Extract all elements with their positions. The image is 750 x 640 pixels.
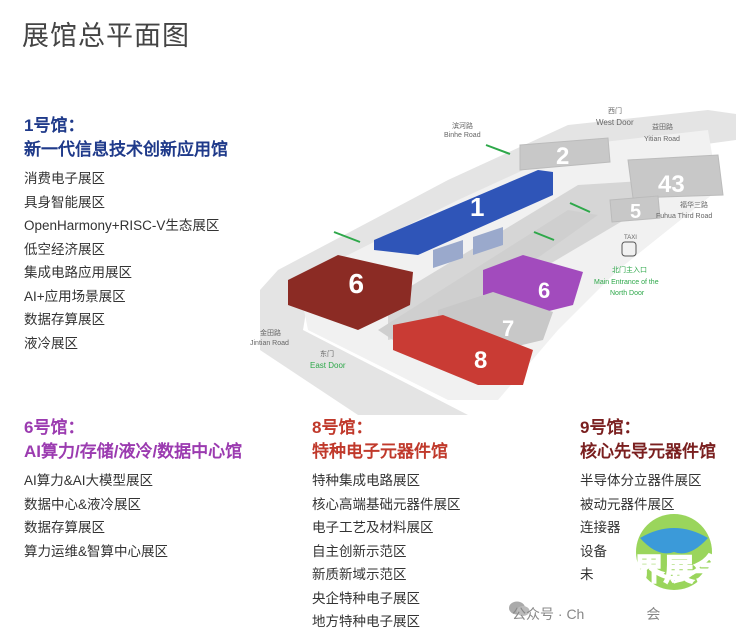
north-door-en-1: Main Entrance of the xyxy=(594,279,659,286)
hall-4-3-label: 43 xyxy=(658,171,685,198)
hall-5 xyxy=(609,195,661,223)
zone-item: 具身智能展区 xyxy=(24,194,105,210)
hall-1-info: 1号馆： 新一代信息技术创新应用馆 消费电子展区 具身智能展区 OpenHarm… xyxy=(24,115,228,355)
hall-6-zone-list: AI算力&AI大模型展区 数据中心&液冷展区 数据存算展区 算力运维&智算中心展… xyxy=(24,469,242,563)
zone-item: AI算力&AI大模型展区 xyxy=(24,473,154,488)
wechat-icon xyxy=(509,601,530,616)
zone-item: 电子工艺及材料展区 xyxy=(312,520,434,535)
taxi-label: TAXI xyxy=(624,235,637,241)
zone-item: 被动元器件展区 xyxy=(580,496,675,512)
zone-item: 连接器 xyxy=(580,520,621,535)
binhe-road-en: Binhe Road xyxy=(444,132,481,139)
hall-8-theme: 特种电子元器件馆 xyxy=(312,442,448,461)
east-door-cn: 东门 xyxy=(320,349,334,358)
zone-item: 未 xyxy=(580,567,594,582)
entry-arrows xyxy=(333,144,591,243)
taxi-icon xyxy=(621,241,637,257)
zone-item: 核心高端基础元器件展区 xyxy=(312,496,461,512)
zone-item: 自主创新示范区 xyxy=(312,543,407,559)
zone-item: 设备 xyxy=(580,543,607,559)
hall-1-theme: 新一代信息技术创新应用馆 xyxy=(24,140,228,159)
north-door-en-2: North Door xyxy=(610,290,645,297)
west-door-cn: 西门 xyxy=(608,106,622,115)
zone-item: 央企特种电子展区 xyxy=(312,590,420,606)
venue-floor-map: 2 43 5 1 9 6 7 8 滨河路 Binhe Road 西门 West … xyxy=(250,106,736,415)
hall-1 xyxy=(374,170,553,255)
hall-9-number: 9号馆： xyxy=(580,418,641,437)
hall-5-label: 5 xyxy=(630,201,641,223)
hall-9 xyxy=(288,255,413,330)
hall-9-info: 9号馆： 核心先导元器件馆 半导体分立器件展区 被动元器件展区 连接器 设备 未 xyxy=(580,417,716,587)
hall-9-label: 9 xyxy=(348,268,364,299)
zone-item: 集成电路应用展区 xyxy=(24,265,132,280)
zone-item: 低空经济展区 xyxy=(24,241,105,257)
hall-6-label: 6 xyxy=(538,278,550,303)
zone-item: 数据存算展区 xyxy=(24,520,105,535)
wechat-watermark: 公众号 · Ch 会 xyxy=(512,604,660,624)
hall-7-label: 7 xyxy=(502,316,514,341)
north-door-cn: 北门主入口 xyxy=(612,265,647,274)
hall-8-label: 8 xyxy=(474,347,487,374)
yitian-road-en: Yitian Road xyxy=(644,136,680,143)
zone-item: 数据存算展区 xyxy=(24,312,105,327)
zone-item: 地方特种电子展区 xyxy=(312,614,420,629)
jintian-road-en: Jintian Road xyxy=(250,340,289,347)
zone-item: OpenHarmony+RISC-V生态展区 xyxy=(24,218,220,233)
hall-4-3 xyxy=(627,154,724,199)
world-expo-logo-text: 世界展会 xyxy=(604,553,724,588)
hall-1-zone-list: 消费电子展区 具身智能展区 OpenHarmony+RISC-V生态展区 低空经… xyxy=(24,167,228,355)
fuhua-road-cn: 福华三路 xyxy=(680,200,708,209)
binhe-road-cn: 滨河路 xyxy=(452,121,473,130)
hall-2 xyxy=(519,137,611,171)
hall-8-number: 8号馆： xyxy=(312,418,373,437)
jintian-road-cn: 金田路 xyxy=(260,328,281,337)
hall-8-zone-list: 特种集成电路展区 核心高端基础元器件展区 电子工艺及材料展区 自主创新示范区 新… xyxy=(312,469,461,634)
hall-6-number: 6号馆： xyxy=(24,418,85,437)
hall-2-label: 2 xyxy=(556,143,569,170)
zone-item: 特种集成电路展区 xyxy=(312,473,420,488)
zone-item: 液冷展区 xyxy=(24,335,78,351)
wechat-watermark-tail: 会 xyxy=(646,606,661,622)
wechat-watermark-text: 公众号 · Ch xyxy=(512,606,585,622)
hall-8-info: 8号馆： 特种电子元器件馆 特种集成电路展区 核心高端基础元器件展区 电子工艺及… xyxy=(312,417,461,634)
zone-item: 消费电子展区 xyxy=(24,171,105,186)
zone-item: AI+应用场景展区 xyxy=(24,288,126,304)
zone-item: 算力运维&智算中心展区 xyxy=(24,543,169,559)
page-title: 展馆总平面图 xyxy=(22,21,190,51)
west-door-en: West Door xyxy=(596,118,634,127)
east-door-en: East Door xyxy=(310,361,346,370)
yitian-road-cn: 益田路 xyxy=(652,122,673,131)
hall-9-theme: 核心先导元器件馆 xyxy=(580,442,716,461)
hall-6-theme: AI算力/存储/液冷/数据中心馆 xyxy=(24,442,243,461)
hall-1-label: 1 xyxy=(470,192,484,222)
zone-item: 半导体分立器件展区 xyxy=(580,473,702,488)
hall-6-info: 6号馆： AI算力/存储/液冷/数据中心馆 AI算力&AI大模型展区 数据中心&… xyxy=(24,417,242,563)
zone-item: 新质新域示范区 xyxy=(312,567,407,582)
hall-1-number: 1号馆： xyxy=(24,116,85,135)
fuhua-road-en: Fuhua Third Road xyxy=(656,213,712,220)
hall-9-zone-list: 半导体分立器件展区 被动元器件展区 连接器 设备 未 xyxy=(580,469,716,587)
hall-8 xyxy=(393,315,533,385)
zone-item: 数据中心&液冷展区 xyxy=(24,496,142,512)
world-expo-logo: 世界展会 xyxy=(603,514,725,590)
